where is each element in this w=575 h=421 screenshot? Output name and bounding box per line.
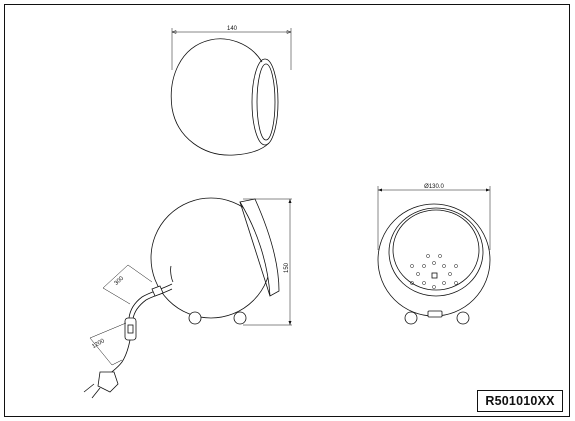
arm-length-label: 300 (114, 275, 126, 287)
front-opening-inner (392, 209, 480, 291)
side-foot-left (188, 311, 202, 325)
arrow-right (486, 188, 490, 192)
arrow-down (288, 321, 292, 325)
side-view: 150 300 1200 (83, 197, 292, 399)
led-grid (410, 254, 458, 289)
side-rim-edge (239, 201, 271, 297)
front-diameter-label: Ø130.0 (424, 184, 444, 190)
front-base-tab (427, 310, 443, 318)
cord-ext-b (111, 359, 123, 366)
cable-upper-b (132, 288, 173, 320)
top-ball-outline (170, 38, 270, 156)
center-led (431, 272, 438, 279)
front-ball-outline (377, 203, 491, 317)
front-opening-outer (388, 207, 484, 297)
plug-body (97, 371, 119, 393)
switch-button (127, 324, 134, 334)
cord-dimension-line (89, 337, 113, 366)
front-foot-left (404, 311, 418, 325)
side-height-label: 150 (284, 262, 290, 273)
arm-ext-b (102, 287, 131, 305)
top-view: 140 (170, 26, 292, 156)
title-block: R501010XX (477, 390, 563, 412)
top-opening-inner (256, 63, 276, 141)
side-socket (170, 265, 174, 283)
side-foot-right (233, 311, 247, 325)
arm-ext-a (127, 264, 153, 283)
product-code: R501010XX (485, 394, 555, 408)
cord-length-label: 1200 (91, 338, 106, 350)
cable-upper-a (128, 283, 173, 319)
front-foot-right (456, 311, 470, 325)
side-shade-rim (239, 198, 280, 297)
drawing-border (4, 4, 570, 417)
front-view: Ø130.0 (377, 184, 491, 325)
arrow-up (288, 199, 292, 203)
plug-pin-a (83, 383, 95, 393)
cord-ext-a (89, 322, 127, 339)
top-opening-outer (251, 58, 279, 146)
arrow-left (171, 30, 177, 34)
top-width-label: 140 (227, 26, 238, 32)
plug-pin-b (91, 387, 101, 399)
cable-clip (151, 285, 164, 297)
arrow-right (286, 30, 292, 34)
arm-dimension-line (102, 264, 129, 289)
arrow-left (378, 188, 382, 192)
